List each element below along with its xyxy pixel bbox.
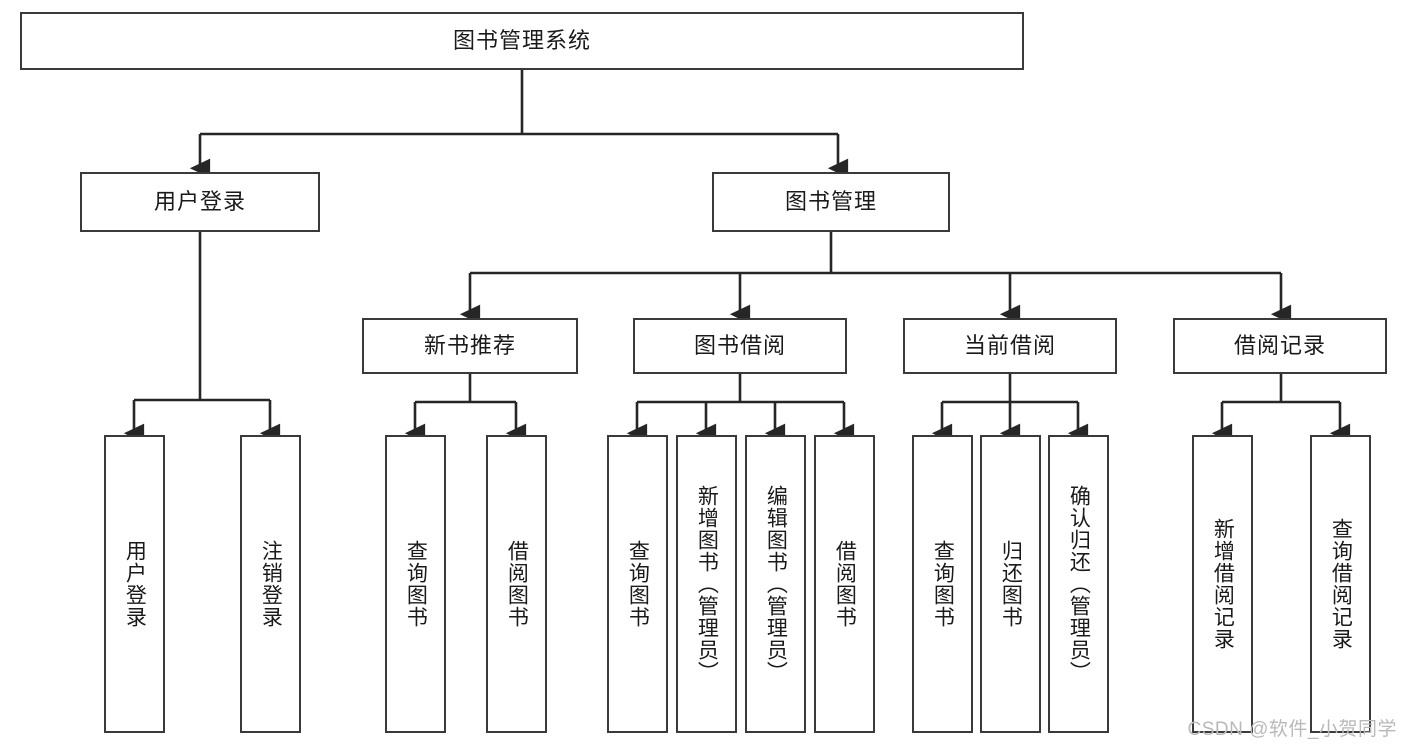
node-label: 确认归还（管理员） [1067,485,1091,683]
node-new-book-recommend[interactable]: 新书推荐 [362,318,578,374]
node-label: 借阅记录 [1233,332,1326,358]
node-label: 新书推荐 [423,332,516,358]
node-root-book-management-system[interactable]: 图书管理系统 [20,12,1024,70]
leaf-add-book-admin[interactable]: 新增图书（管理员） [676,435,737,733]
leaf-add-borrow-record[interactable]: 新增借阅记录 [1192,435,1253,733]
node-label: 编辑图书（管理员） [764,485,788,683]
leaf-borrow-book-new-recommend[interactable]: 借阅图书 [486,435,547,733]
leaf-edit-book-admin[interactable]: 编辑图书（管理员） [745,435,806,733]
leaf-borrow-book-borrow[interactable]: 借阅图书 [814,435,875,733]
leaf-query-book-new-recommend[interactable]: 查询图书 [385,435,446,733]
node-label: 用户登录 [123,540,147,628]
node-label: 图书管理 [784,188,877,214]
node-label: 查询图书 [931,540,955,628]
leaf-query-borrow-record[interactable]: 查询借阅记录 [1310,435,1371,733]
node-label: 图书管理系统 [452,27,591,53]
leaf-query-book-current[interactable]: 查询图书 [912,435,973,733]
node-label: 查询图书 [404,540,428,628]
node-label: 新增借阅记录 [1211,518,1235,650]
leaf-user-logout[interactable]: 注销登录 [240,435,301,733]
node-label: 当前借阅 [963,332,1056,358]
node-user-login[interactable]: 用户登录 [80,172,320,232]
node-label: 注销登录 [259,540,283,628]
node-label: 借阅图书 [833,540,857,628]
node-label: 图书借阅 [693,332,786,358]
node-label: 用户登录 [153,188,246,214]
watermark-text: CSDN @软件_小贺同学 [1187,719,1397,740]
node-label: 归还图书 [999,540,1023,628]
leaf-return-book[interactable]: 归还图书 [980,435,1041,733]
node-label: 新增图书（管理员） [695,485,719,683]
node-label: 查询图书 [626,540,650,628]
leaf-query-book-borrow[interactable]: 查询图书 [607,435,668,733]
node-label: 查询借阅记录 [1329,518,1353,650]
node-book-management[interactable]: 图书管理 [712,172,950,232]
node-book-borrow[interactable]: 图书借阅 [633,318,847,374]
leaf-user-login[interactable]: 用户登录 [104,435,165,733]
leaf-confirm-return-admin[interactable]: 确认归还（管理员） [1048,435,1109,733]
node-label: 借阅图书 [505,540,529,628]
node-current-borrow[interactable]: 当前借阅 [903,318,1117,374]
node-borrow-record[interactable]: 借阅记录 [1173,318,1387,374]
